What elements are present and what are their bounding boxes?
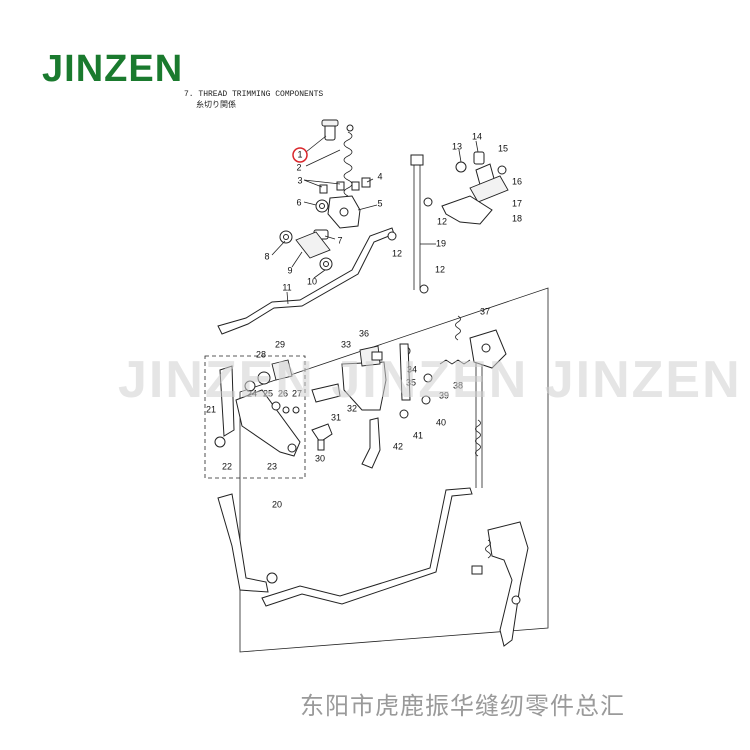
crank-part-18 <box>441 195 493 225</box>
collar-part-13 <box>455 161 467 173</box>
part-label-39: 39 <box>439 390 449 400</box>
part-label-11: 11 <box>282 282 291 292</box>
screw-part-26 <box>282 406 290 414</box>
part-label-26: 26 <box>278 388 288 398</box>
part-label-38: 38 <box>453 380 463 390</box>
nut-part-12-a <box>423 197 433 207</box>
part-label-23: 23 <box>267 461 277 471</box>
part-label-10: 10 <box>307 276 317 286</box>
part-label-5: 5 <box>377 198 382 208</box>
part-label-35: 35 <box>406 377 416 387</box>
collar-part-24 <box>244 380 256 392</box>
bolt-part-1 <box>321 119 339 141</box>
highlight-circle-part-1 <box>292 147 308 163</box>
main-linkage-rod <box>261 487 473 607</box>
washer-part-25 <box>271 401 281 411</box>
part-label-15: 15 <box>498 143 508 153</box>
part-label-19: 19 <box>436 238 446 248</box>
diagram-title: 7. THREAD TRIMMING COMPONENTS <box>184 90 324 99</box>
part-label-12-c: 12 <box>435 264 445 274</box>
screws-part-3 <box>319 177 371 194</box>
part-label-31: 31 <box>331 412 341 422</box>
part-label-20: 20 <box>272 499 282 509</box>
part-label-37: 37 <box>480 306 490 316</box>
collar-part-9 <box>295 231 331 259</box>
plate-part-32 <box>341 361 387 411</box>
screw-part-16 <box>497 165 507 175</box>
watermark-text: JINZEN JINZEN JINZEN <box>118 351 742 409</box>
part-label-1: 1 <box>297 149 302 159</box>
part-labels: 1 2 3 4 5 6 7 8 9 10 11 12 12 12 13 14 1… <box>206 131 522 509</box>
nut-part-12-c <box>419 284 429 294</box>
washer-part-41 <box>399 409 409 419</box>
part-label-21: 21 <box>206 404 216 414</box>
link-part-21 <box>219 365 235 437</box>
part-label-41: 41 <box>413 430 423 440</box>
part-label-18: 18 <box>512 213 522 223</box>
brand-logo: JINZEN <box>42 48 184 90</box>
part-label-34: 34 <box>407 364 417 374</box>
part-label-16: 16 <box>512 176 522 186</box>
part-label-12-a: 12 <box>437 216 447 226</box>
footer-shop-name: 东阳市虎鹿振华缝纫零件总汇 <box>300 692 625 720</box>
lever-part-23 <box>235 389 301 457</box>
nut-part-39 <box>423 373 433 383</box>
part-label-40: 40 <box>436 417 446 427</box>
part-label-13: 13 <box>452 141 462 151</box>
bracket-part-31 <box>311 383 341 403</box>
part-label-32: 32 <box>347 403 357 413</box>
part-label-3: 3 <box>297 175 302 185</box>
part-label-33: 33 <box>341 339 351 349</box>
part-label-36: 36 <box>359 328 369 338</box>
spring-part-37 <box>455 315 461 341</box>
part-label-42: 42 <box>393 441 403 451</box>
screw-part-22 <box>214 436 226 448</box>
part-label-8: 8 <box>264 251 269 261</box>
screw-part-14 <box>473 151 485 165</box>
dashed-group-box <box>204 355 306 479</box>
lower-bracket <box>487 521 529 647</box>
part-label-7: 7 <box>337 235 342 245</box>
washer-part-28 <box>257 371 271 385</box>
part-label-29: 29 <box>275 339 285 349</box>
link-part-20 <box>217 493 269 593</box>
spring-part-2 <box>343 124 354 197</box>
rod-part-19 <box>413 156 421 290</box>
spring-part-38 <box>439 359 471 365</box>
part-label-14: 14 <box>472 131 482 141</box>
collar-part-29 <box>271 359 293 381</box>
part-label-22: 22 <box>222 461 232 471</box>
part-label-24: 24 <box>247 388 257 398</box>
part-label-27: 27 <box>292 388 302 398</box>
part-label-4: 4 <box>377 171 382 181</box>
plate-part-33 <box>359 345 381 367</box>
shaft-part-17 <box>469 175 509 203</box>
part-label-2: 2 <box>296 162 301 172</box>
lower-screw <box>471 565 483 575</box>
part-label-6: 6 <box>296 197 301 207</box>
nut-part-40 <box>421 395 431 405</box>
part-label-9: 9 <box>287 265 292 275</box>
part-label-12-b: 12 <box>392 248 402 258</box>
nut-part-12-b <box>387 231 397 241</box>
screw-part-30 <box>311 423 333 443</box>
link-part-35 <box>399 343 411 401</box>
diagram-title-japanese: 糸切り関係 <box>196 100 236 109</box>
leader-lines <box>271 135 479 305</box>
part-label-25: 25 <box>263 388 273 398</box>
part-label-17: 17 <box>512 198 522 208</box>
part-label-30: 30 <box>315 453 325 463</box>
screw-part-36 <box>371 351 383 361</box>
part-label-28: 28 <box>256 349 266 359</box>
nut-part-27 <box>292 406 300 414</box>
link-part-42 <box>361 417 381 469</box>
